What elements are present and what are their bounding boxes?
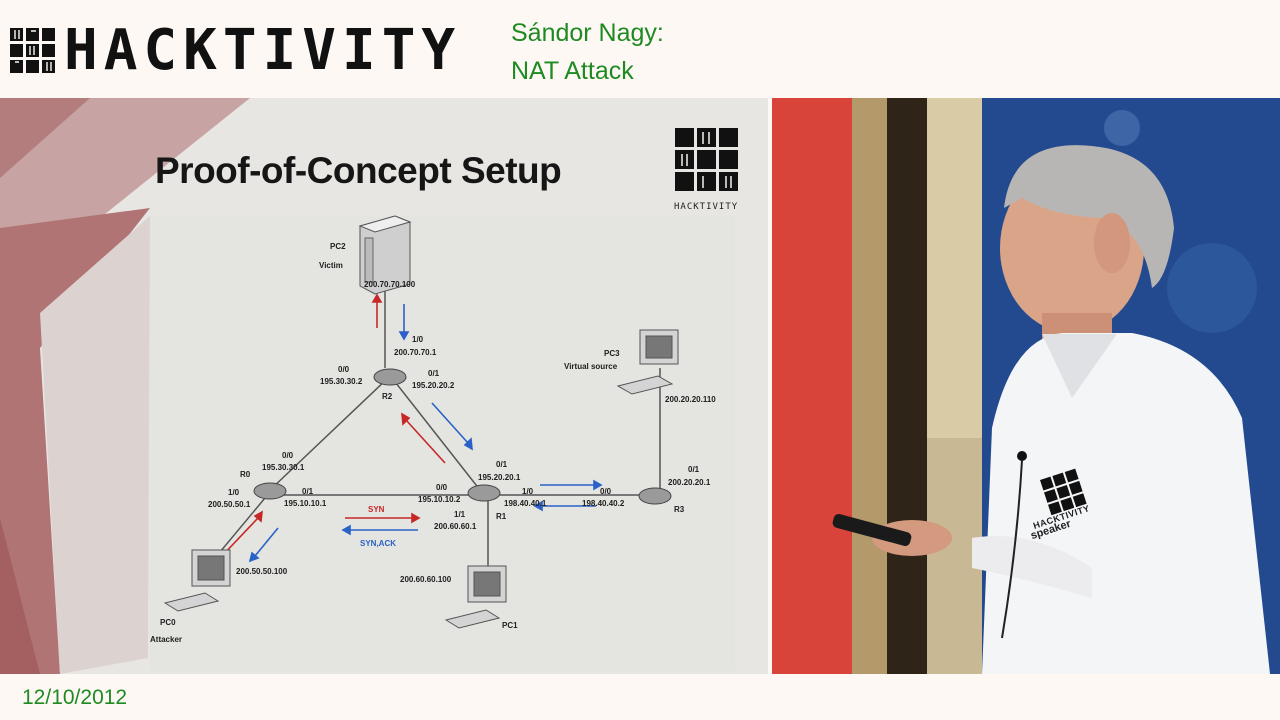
router-r2-icon <box>373 368 407 386</box>
header-bar: HACKTIVITY Sándor Nagy: NAT Attack <box>0 0 1280 98</box>
r1-if10-ip-label: 198.40.40.1 <box>504 499 547 508</box>
r3-name-label: R3 <box>674 505 685 514</box>
r0-if00-label: 0/0 <box>282 451 294 460</box>
pc3-role-label: Virtual source <box>564 362 618 371</box>
slide-logo-text: HACKTIVITY <box>674 202 739 212</box>
r1-if10-label: 1/0 <box>522 487 534 496</box>
pc2-role-label: Victim <box>319 261 343 270</box>
network-diagram <box>163 215 679 629</box>
speaker-name: Sándor Nagy: <box>511 19 664 47</box>
r0-name-label: R0 <box>240 470 251 479</box>
r2-if10-ip-label: 200.70.70.1 <box>394 348 437 357</box>
r0-if01-ip-label: 195.10.10.1 <box>284 499 327 508</box>
r1-if11-ip-label: 200.60.60.1 <box>434 522 477 531</box>
router-r1-icon <box>467 484 501 502</box>
pc3-ip-label: 200.20.20.110 <box>665 395 716 404</box>
r0-if10-label: 1/0 <box>228 488 240 497</box>
presentation-slide: Proof-of-Concept Setup HACKTIVITY <box>0 98 768 674</box>
pc2-ip-label: 200.70.70.100 <box>364 280 416 289</box>
r1-if11-label: 1/1 <box>454 510 466 519</box>
r2-name-label: R2 <box>382 392 393 401</box>
slide-hacktivity-logo-icon <box>675 128 738 191</box>
brand-wordmark: HACKTIVITY <box>64 18 462 83</box>
slide-background <box>0 98 768 674</box>
r2-if01-ip-label: 195.20.20.2 <box>412 381 455 390</box>
speaker-video-scene <box>772 98 1280 674</box>
r1-name-label: R1 <box>496 512 507 521</box>
r3-if00-label: 0/0 <box>600 487 612 496</box>
router-r0-icon <box>253 482 287 500</box>
slide-title: Proof-of-Concept Setup <box>155 150 562 191</box>
r0-if00-ip-label: 195.30.30.1 <box>262 463 305 472</box>
r0-if01-label: 0/1 <box>302 487 314 496</box>
pc3-icon <box>616 329 679 395</box>
r1-if01-ip-label: 195.20.20.1 <box>478 473 521 482</box>
pc1-ip-label: 200.60.60.100 <box>400 575 452 584</box>
pc2-name-label: PC2 <box>330 242 346 251</box>
syn-label: SYN <box>368 505 385 514</box>
r2-if00-ip-label: 195.30.30.2 <box>320 377 363 386</box>
talk-title: NAT Attack <box>511 57 634 85</box>
r2-if00-label: 0/0 <box>338 365 350 374</box>
pc0-ip-label: 200.50.50.100 <box>236 567 288 576</box>
r3-if01-label: 0/1 <box>688 465 700 474</box>
r3-if00-ip-label: 198.40.40.2 <box>582 499 625 508</box>
pc1-icon <box>444 565 507 629</box>
pc0-icon <box>163 549 231 612</box>
pc0-name-label: PC0 <box>160 618 176 627</box>
r2-if10-label: 1/0 <box>412 335 424 344</box>
speaker-video <box>772 98 1280 674</box>
r3-if01-ip-label: 200.20.20.1 <box>668 478 711 487</box>
hacktivity-logo-icon <box>10 28 55 73</box>
pc3-name-label: PC3 <box>604 349 620 358</box>
router-r3-icon <box>638 487 672 505</box>
r1-if00-ip-label: 195.10.10.2 <box>418 495 461 504</box>
synack-label: SYN,ACK <box>360 539 397 548</box>
footer-bar: 12/10/2012 <box>0 674 1280 720</box>
panel-divider <box>768 98 772 674</box>
pc1-name-label: PC1 <box>502 621 518 630</box>
r1-if00-label: 0/0 <box>436 483 448 492</box>
r0-if10-ip-label: 200.50.50.1 <box>208 500 251 509</box>
r2-if01-label: 0/1 <box>428 369 440 378</box>
pc0-role-label: Attacker <box>150 635 183 644</box>
server-pc2-icon <box>358 215 412 295</box>
event-date: 12/10/2012 <box>22 686 128 709</box>
r1-if01-label: 0/1 <box>496 460 508 469</box>
